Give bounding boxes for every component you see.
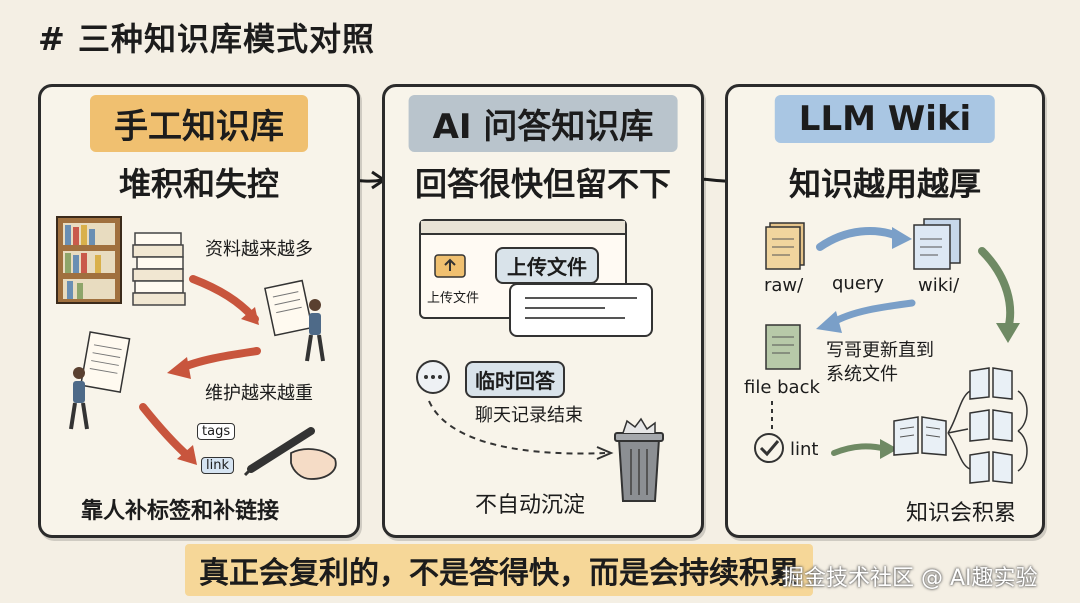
panel-subtitle: 知识越用越厚 <box>788 165 981 203</box>
llm-wiki-panel: LLM Wiki 知识越用越厚 raw/ query wiki/ file ba… <box>725 84 1045 538</box>
page-title: # 三种知识库模式对照 <box>38 20 375 58</box>
label-file-back: file back <box>744 377 820 398</box>
label-lint: lint <box>790 439 819 460</box>
label-no-settle: 不自动沉淀 <box>475 493 586 518</box>
dashed-arrow-icon <box>771 401 773 429</box>
bookshelf-icon <box>56 216 122 304</box>
red-arrow-icon <box>189 275 259 325</box>
red-arrow-icon <box>167 347 261 379</box>
open-book-icon <box>969 367 1013 400</box>
trash-can-icon <box>614 417 664 502</box>
manual-kb-panel: 手工知识库 堆积和失控 资料越来越多 <box>38 84 360 538</box>
label-accumulate: 知识会积累 <box>906 501 1017 526</box>
answer-bubble <box>509 283 653 337</box>
panel-header: 手工知识库 <box>90 95 308 152</box>
panel-header: LLM Wiki <box>774 95 996 143</box>
upload-icon-label: 上传文件 <box>427 291 480 306</box>
label-wiki: wiki/ <box>918 275 960 296</box>
bottom-conclusion: 真正会复利的，不是答得快，而是会持续积累 <box>185 544 813 596</box>
file-back-icon <box>765 324 801 370</box>
wiki-file-icon <box>913 218 961 270</box>
blue-arrow-icon <box>816 299 916 333</box>
label-heavier: 维护越来越重 <box>205 383 313 404</box>
red-arrow-icon <box>139 403 197 465</box>
hand-pen-icon <box>243 427 337 480</box>
label-more-material: 资料越来越多 <box>205 239 313 260</box>
tag-chip: tags <box>197 423 236 440</box>
lint-check-icon <box>754 433 784 463</box>
panel-header: AI 问答知识库 <box>408 95 678 152</box>
panel-subtitle: 堆积和失控 <box>118 165 279 203</box>
ai-qa-kb-panel: AI 问答知识库 回答很快但留不下 上传文件 上传文件 临时回答 聊天记录结束 … <box>382 84 704 538</box>
upload-folder-icon <box>434 254 466 278</box>
person-carrying-papers-icon <box>264 279 325 362</box>
green-arrow-icon <box>831 439 898 459</box>
label-manual: 靠人补标签和补链接 <box>81 499 280 524</box>
watermark: 掘金技术社区 @ AI趣实验 <box>782 566 1038 591</box>
panel-subtitle: 回答很快但留不下 <box>414 165 671 203</box>
chat-icon <box>416 360 450 394</box>
dashed-arrow-icon <box>428 400 614 460</box>
label-query: query <box>832 273 884 294</box>
upload-bubble: 上传文件 <box>495 247 599 284</box>
open-book-icon <box>969 451 1013 484</box>
person-carrying-papers-icon <box>69 331 131 430</box>
paper-stack-icon <box>132 232 186 306</box>
blue-arrow-icon <box>816 227 912 251</box>
open-book-icon <box>969 409 1013 442</box>
temp-answer-bubble: 临时回答 <box>465 361 565 398</box>
connector-lines <box>947 390 971 470</box>
raw-file-icon <box>765 222 805 270</box>
label-raw: raw/ <box>764 275 804 296</box>
link-chip: link <box>201 457 234 474</box>
label-write-back: 写哥更新直到系统文件 <box>826 340 934 385</box>
green-arrow-icon <box>978 247 1020 343</box>
label-chat-end: 聊天记录结束 <box>475 405 583 426</box>
open-book-icon <box>893 416 947 456</box>
connector-lines <box>1017 390 1028 472</box>
